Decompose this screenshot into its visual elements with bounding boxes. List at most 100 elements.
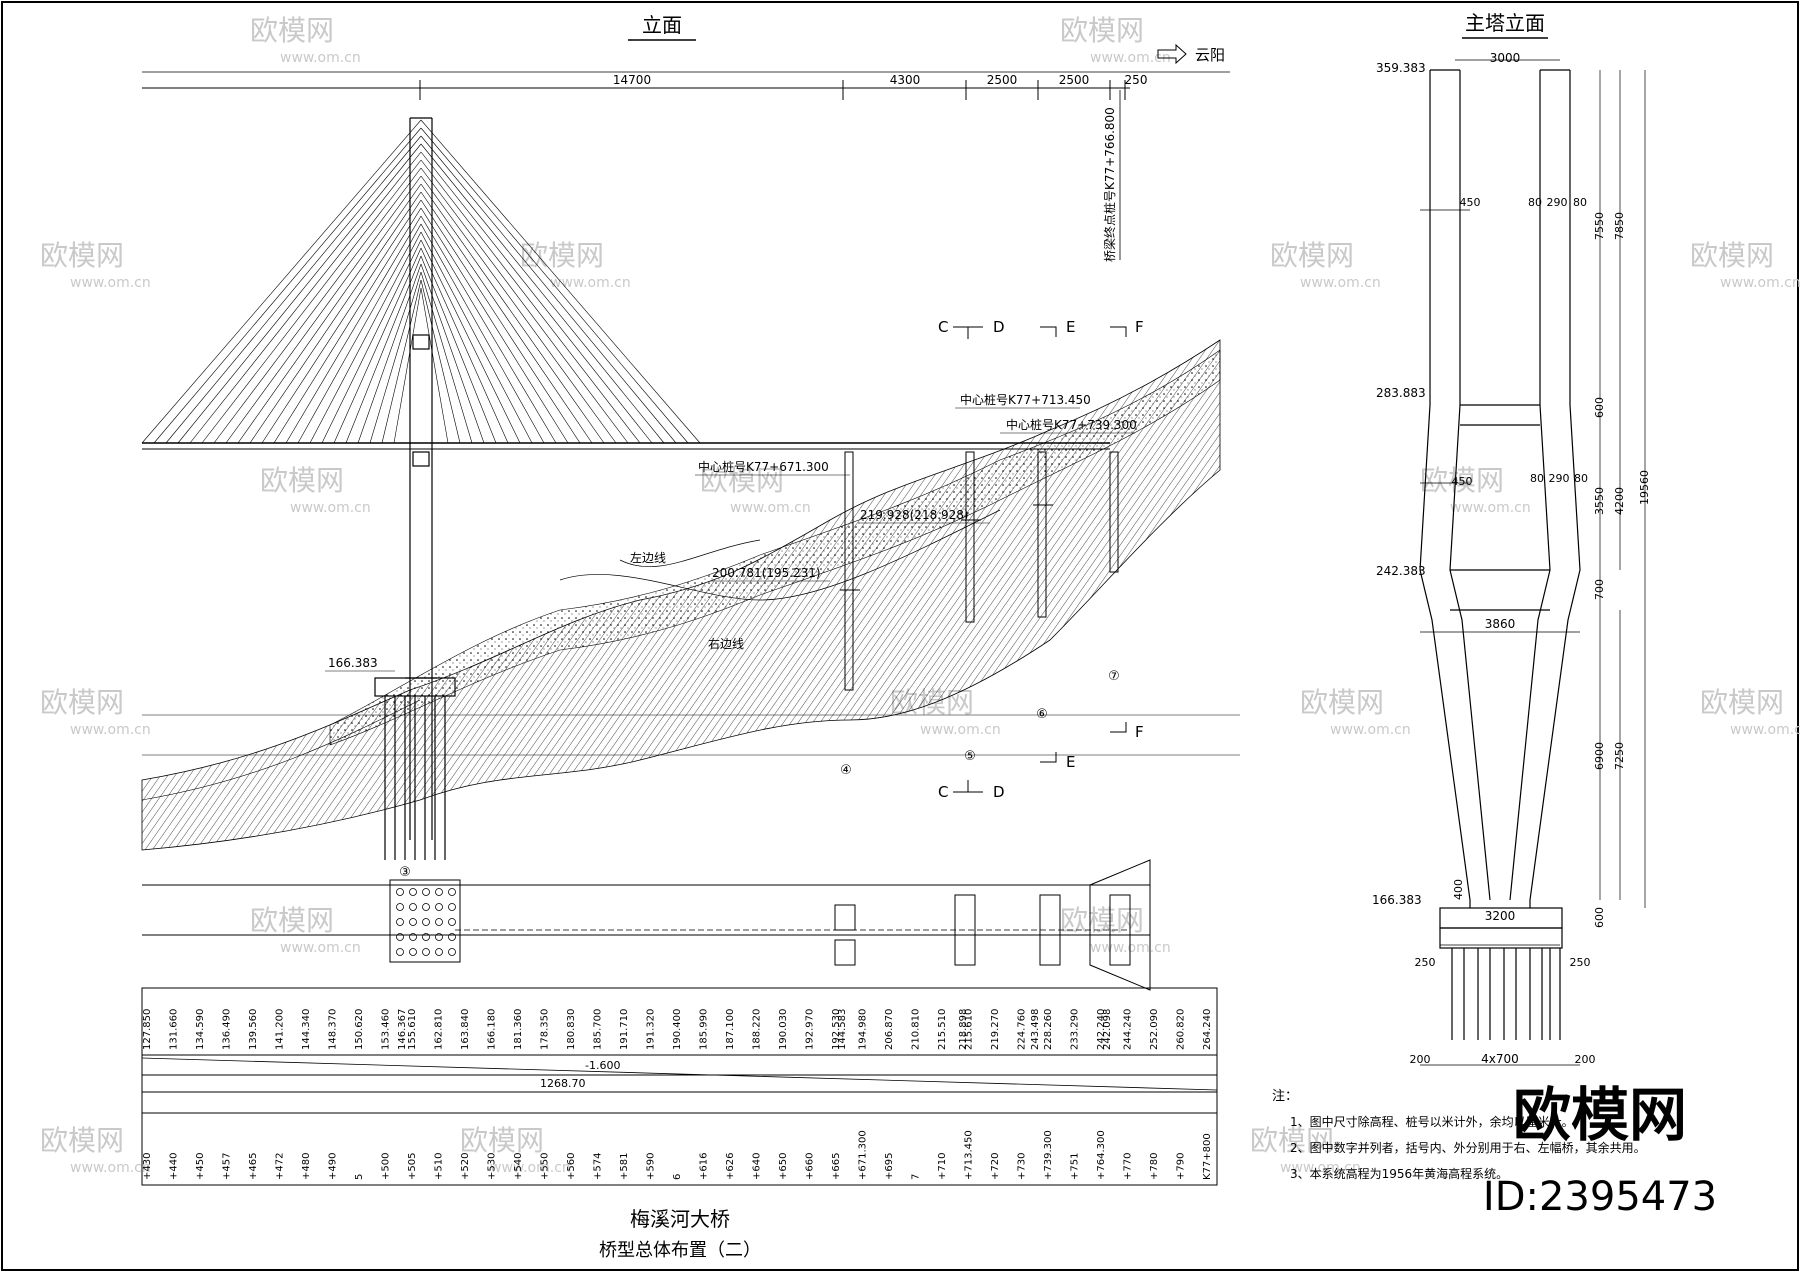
leader-lines (325, 407, 1135, 672)
profile-value: 148.370 (328, 1009, 339, 1050)
line-label: 右边线 (708, 636, 744, 651)
watermark-brand-tile: 欧模网 (1270, 239, 1354, 272)
profile-top-station: 218.898 (958, 1009, 969, 1050)
pile-circle (448, 888, 456, 896)
tower-heights: 7550 7850 600 3550 4200 19560 700 6900 7… (1452, 212, 1651, 928)
bridge-name: 梅溪河大桥 (630, 1207, 730, 1231)
note-item: 3、本系统高程为1956年黄海高程系统。 (1290, 1166, 1508, 1181)
watermark-brand-tile: 欧模网 (520, 239, 604, 272)
deck (142, 442, 1110, 450)
profile-value: +530 (487, 1153, 498, 1180)
profile-value: 260.820 (1176, 1009, 1187, 1050)
tower-height: 7850 (1613, 212, 1626, 240)
watermark-url-tile: www.om.cn (920, 722, 1001, 738)
watermark-brand-tile: 欧模网 (1700, 686, 1784, 719)
profile-value: 190.030 (778, 1009, 789, 1050)
watermark-brand-tile: 欧模网 (40, 1124, 124, 1157)
profile-value: +790 (1176, 1153, 1187, 1180)
tower-detail (1419, 69, 1581, 1040)
pile-circle (396, 903, 404, 911)
profile-value: +665 (831, 1153, 842, 1180)
pile-circle (435, 933, 443, 941)
tower-width: 80 (1530, 472, 1544, 485)
profile-value: 215.510 (937, 1009, 948, 1050)
profile-value: 136.490 (222, 1009, 233, 1050)
profile-value: +465 (248, 1153, 259, 1180)
profile-value: 219.270 (990, 1009, 1001, 1050)
pile-circle (396, 948, 404, 956)
tower-height: 7250 (1613, 742, 1626, 770)
profile-value: +574 (593, 1153, 604, 1180)
profile-value: 233.290 (1070, 1009, 1081, 1050)
tower-width: 250 (1415, 956, 1436, 969)
watermark-brand-tile: 欧模网 (40, 239, 124, 272)
profile-value: +695 (884, 1153, 895, 1180)
profile-value: +505 (407, 1153, 418, 1180)
pile-circle (435, 918, 443, 926)
watermark-url-tile: www.om.cn (1090, 50, 1171, 66)
section-mark: C (938, 783, 948, 801)
watermark-brand-tile: 欧模网 (1420, 464, 1504, 497)
profile-value: 6 (672, 1174, 683, 1180)
profile-value: +640 (752, 1153, 763, 1180)
watermark-url-tile: www.om.cn (1300, 275, 1381, 291)
watermark-url-tile: www.om.cn (290, 500, 371, 516)
tower-width: 290 (1547, 196, 1568, 209)
pile-circle (448, 948, 456, 956)
pile-circle (409, 903, 417, 911)
profile-value: 190.400 (672, 1009, 683, 1050)
center-station-label: 中心桩号K77+713.450 (960, 392, 1091, 407)
section-mark: D (993, 318, 1005, 336)
profile-value: +560 (566, 1153, 577, 1180)
span-label: 14700 (613, 73, 651, 87)
tower-elevation-title: 主塔立面 (1465, 11, 1545, 35)
tower-height: 3550 (1593, 487, 1606, 515)
plan-view (142, 859, 1151, 991)
profile-value: +520 (460, 1153, 471, 1180)
profile-value: 192.530 (831, 1009, 842, 1050)
profile-value: 264.240 (1202, 1009, 1213, 1050)
profile-value: +590 (646, 1153, 657, 1180)
watermark-brand-tile: 欧模网 (1300, 686, 1384, 719)
profile-value: +660 (805, 1153, 816, 1180)
profile-top-station: 243.498 (1030, 1009, 1041, 1050)
watermark-url-tile: www.om.cn (70, 275, 151, 291)
profile-value: +751 (1070, 1153, 1081, 1180)
profile-value: 127.850 (142, 1009, 153, 1050)
profile-value: +540 (513, 1153, 524, 1180)
profile-table (141, 987, 1218, 1186)
tower-width: 80 (1528, 196, 1542, 209)
elevation-label: 166.383 (328, 656, 378, 670)
profile-value: 187.100 (725, 1009, 736, 1050)
pile-circle (422, 888, 430, 896)
watermark-brand-tile: 欧模网 (460, 1124, 544, 1157)
span-label: 250 (1125, 73, 1148, 87)
profile-value: 215.610 (964, 1009, 975, 1050)
tower-height: 7550 (1593, 212, 1606, 240)
span-label: 2500 (987, 73, 1018, 87)
tower-width: 4x700 (1481, 1052, 1519, 1066)
elevation-label: 219.928(218.928) (860, 508, 969, 522)
watermark-url-tile: www.om.cn (490, 1160, 571, 1176)
profile-value: +510 (434, 1153, 445, 1180)
profile-value: 163.840 (460, 1009, 471, 1050)
pile-circle (396, 933, 404, 941)
profile-value: 139.560 (248, 1009, 259, 1050)
sheet-name: 桥型总体布置（二） (599, 1240, 761, 1261)
profile-value: 210.810 (911, 1009, 922, 1050)
tower-height: 700 (1593, 579, 1606, 600)
watermark-layer: 欧模网 www.om.cn 欧模网 www.om.cn 欧模网 www.om.cn 欧模网 w… (40, 14, 1800, 1176)
profile-value: 5 (354, 1174, 365, 1180)
watermark-url-tile: www.om.cn (730, 500, 811, 516)
profile-value: +764.300 (1096, 1130, 1107, 1180)
watermark-brand-tile: 欧模网 (40, 686, 124, 719)
direction-label: 云阳 (1195, 46, 1225, 64)
section-mark: F (1135, 318, 1144, 336)
watermark-id: ID:2395473 (1483, 1174, 1717, 1220)
profile-value: +616 (699, 1153, 710, 1180)
pile-circle (435, 948, 443, 956)
end-station-label: 桥梁终点桩号K77+766.800 (1102, 107, 1117, 262)
watermark-url-tile: www.om.cn (280, 50, 361, 66)
profile-value: +710 (937, 1153, 948, 1180)
